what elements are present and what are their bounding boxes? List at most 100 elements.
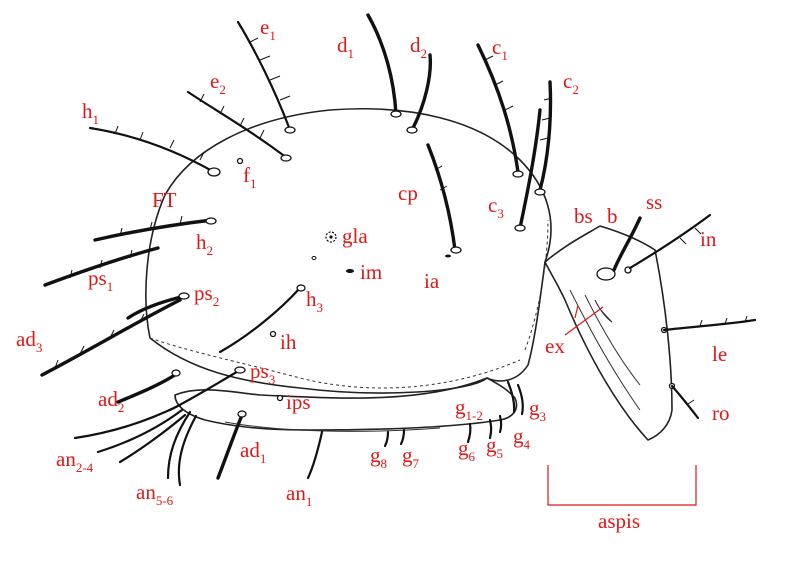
label-cp: cp [398,181,418,205]
label-c3: c3 [488,193,504,221]
label-e1: e1 [260,15,276,43]
label-bs: bs [574,204,593,228]
label-h3: h3 [306,287,323,315]
seta-ad1 [216,413,244,480]
seta-barbs [54,37,748,405]
small-pore [311,256,317,260]
seta-ps2 [126,294,187,320]
seta-le [662,318,757,332]
aspis-outline [544,225,673,441]
aspis-inner-line [569,289,641,411]
label-le: le [712,342,727,366]
exobothridial-area [594,299,613,323]
insertion-ps2 [178,292,190,300]
seta-an1 [306,430,324,480]
aspis-bracket [547,465,697,506]
label-g6: g6 [458,436,476,464]
label-gla: gla [342,224,368,248]
insertion-d1 [390,110,402,118]
label-d2: d2 [410,33,427,61]
seta-an5-6-a [166,410,192,480]
gland-opening [325,231,337,243]
dorsosejugal-line [524,219,549,351]
insertion-c1 [512,170,524,178]
seta-d2 [410,53,433,132]
label-ia: ia [424,269,440,293]
seta-g3 [516,383,524,416]
seta-in [628,213,712,270]
seta-an2-4-c [118,413,187,464]
seta-h2 [93,218,214,242]
label-g3: g3 [529,396,546,424]
insertion-e2 [280,154,292,162]
label-g4: g4 [513,424,531,452]
label-an1: an1 [286,481,312,509]
ia-lyrifissure [445,254,451,258]
ventral-margin-line [149,337,521,389]
label-g1-2: g1-2 [455,395,483,423]
label-ps3: ps3 [250,359,275,387]
ih-lyrifissure [269,330,277,338]
label-ps2: ps2 [194,281,219,309]
label-b: b [607,204,618,228]
bothridium [596,267,616,281]
seta-g8 [383,430,390,448]
seta-g4 [498,414,503,434]
insertions [171,110,546,418]
label-ad1: ad1 [240,438,266,466]
insertion-ad2 [171,369,181,377]
insertion-d2 [406,126,418,134]
seta-ss [612,216,642,272]
label-f1: f1 [243,163,257,191]
gland-center [329,235,333,239]
seta-ad2 [116,371,180,404]
seta-an2-4-b [96,408,184,454]
insertion-cp [450,246,462,254]
seta-h3 [218,286,302,354]
pore-f1 [236,157,244,165]
seta-d1 [366,13,398,116]
seta-g7 [399,428,406,446]
insertion-e1 [284,126,296,134]
seta-c2 [538,80,553,192]
label-ft: FT [152,188,177,212]
label-e2: e2 [210,69,226,97]
ex-pointer [564,306,604,336]
seta-ro [670,384,700,420]
seta-g6 [466,422,472,444]
insertion-ad1 [237,410,247,418]
label-an2-4: an2-4 [56,447,94,475]
label-g7: g7 [402,443,420,471]
seta-g5 [488,418,493,440]
label-ss: ss [646,190,662,214]
seta-cp [426,143,457,252]
insertion-c2 [534,188,546,196]
label-ps1: ps1 [88,266,113,294]
seta-c3 [518,108,542,230]
label-g8: g8 [370,443,387,471]
insertion-h3 [296,284,306,292]
label-c2: c2 [563,69,579,97]
seta-e1 [236,20,292,132]
label-h2: h2 [196,230,213,258]
label-in: in [700,227,717,251]
label-ro: ro [712,401,730,425]
label-ad3: ad3 [16,327,42,355]
label-ad2: ad2 [98,387,124,415]
label-h1: h1 [82,99,99,127]
label-an5-6: an5-6 [136,480,174,508]
seta-e2 [186,90,289,160]
ips-lyrifissure [276,394,284,402]
insertion-h2 [205,217,217,225]
label-c1: c1 [492,35,508,63]
seta-g1-2 [506,380,516,414]
aspis-inner-line-2 [584,294,641,386]
label-aspis: aspis [598,509,640,533]
label-g5: g5 [486,433,503,461]
seta-ad3 [40,298,182,377]
seta-an2-4-a [73,403,182,440]
setae-group [40,13,757,487]
insertion-h1 [207,167,221,177]
label-ih: ih [280,330,297,354]
